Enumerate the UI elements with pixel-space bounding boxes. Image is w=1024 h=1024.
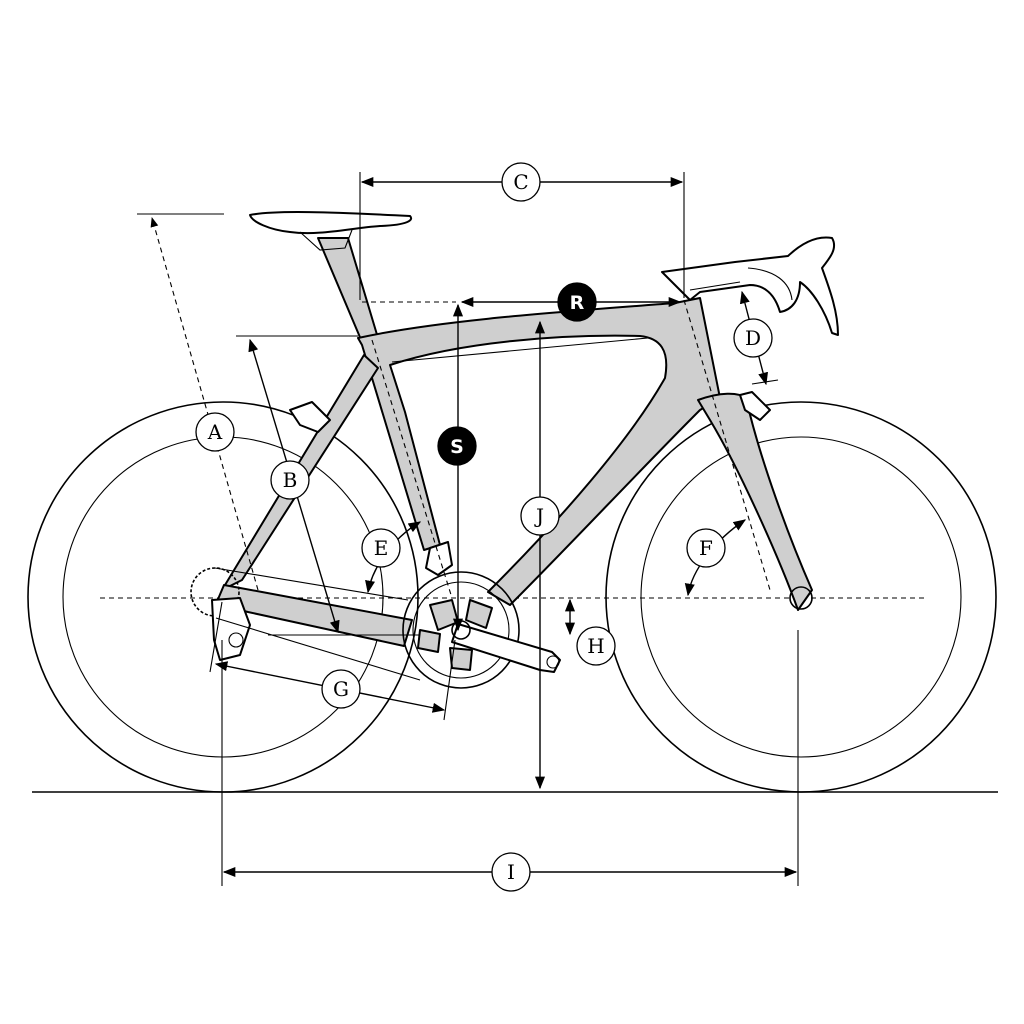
- label-f: F: [686, 528, 726, 568]
- label-j-circle: [520, 496, 560, 536]
- handlebar: [661, 236, 839, 336]
- label-a: A: [195, 412, 235, 452]
- label-r: R: [557, 282, 597, 322]
- label-e-circle: [361, 528, 401, 568]
- label-e: E: [361, 528, 401, 568]
- label-f-circle: [686, 528, 726, 568]
- label-g-circle: [321, 669, 361, 709]
- label-s: S: [437, 426, 477, 466]
- label-r-text: R: [570, 292, 585, 314]
- label-c-circle: [501, 162, 541, 202]
- saddle: [249, 211, 413, 235]
- label-f-text: F: [699, 536, 713, 560]
- label-s-circle: [437, 426, 477, 466]
- fork: [697, 392, 813, 611]
- label-d: D: [733, 318, 773, 358]
- label-a-text: A: [207, 420, 223, 444]
- label-r-circle: [557, 282, 597, 322]
- label-s-text: S: [450, 436, 464, 458]
- label-d-circle: [733, 318, 773, 358]
- label-j-text: J: [534, 504, 544, 528]
- label-g-text: G: [333, 677, 349, 701]
- label-h-text: H: [587, 634, 604, 658]
- label-g: G: [321, 669, 361, 709]
- label-i-text: I: [507, 860, 515, 884]
- label-h-circle: [576, 626, 616, 666]
- label-i-circle: [491, 852, 531, 892]
- label-b-circle: [270, 460, 310, 500]
- label-a-circle: [195, 412, 235, 452]
- label-h: H: [576, 626, 616, 666]
- label-c-text: C: [513, 170, 528, 194]
- front-brake: [739, 391, 771, 421]
- label-c: C: [501, 162, 541, 202]
- main-frame: [357, 297, 721, 606]
- label-d-text: D: [745, 326, 761, 350]
- label-b-text: B: [283, 468, 298, 492]
- label-b: B: [270, 460, 310, 500]
- label-i: I: [491, 852, 531, 892]
- front-wheel: [605, 401, 997, 793]
- label-j: J: [520, 496, 560, 536]
- front-derailleur: [425, 541, 453, 576]
- crankset: [402, 571, 561, 689]
- seatpost: [317, 237, 379, 343]
- label-e-text: E: [374, 536, 389, 560]
